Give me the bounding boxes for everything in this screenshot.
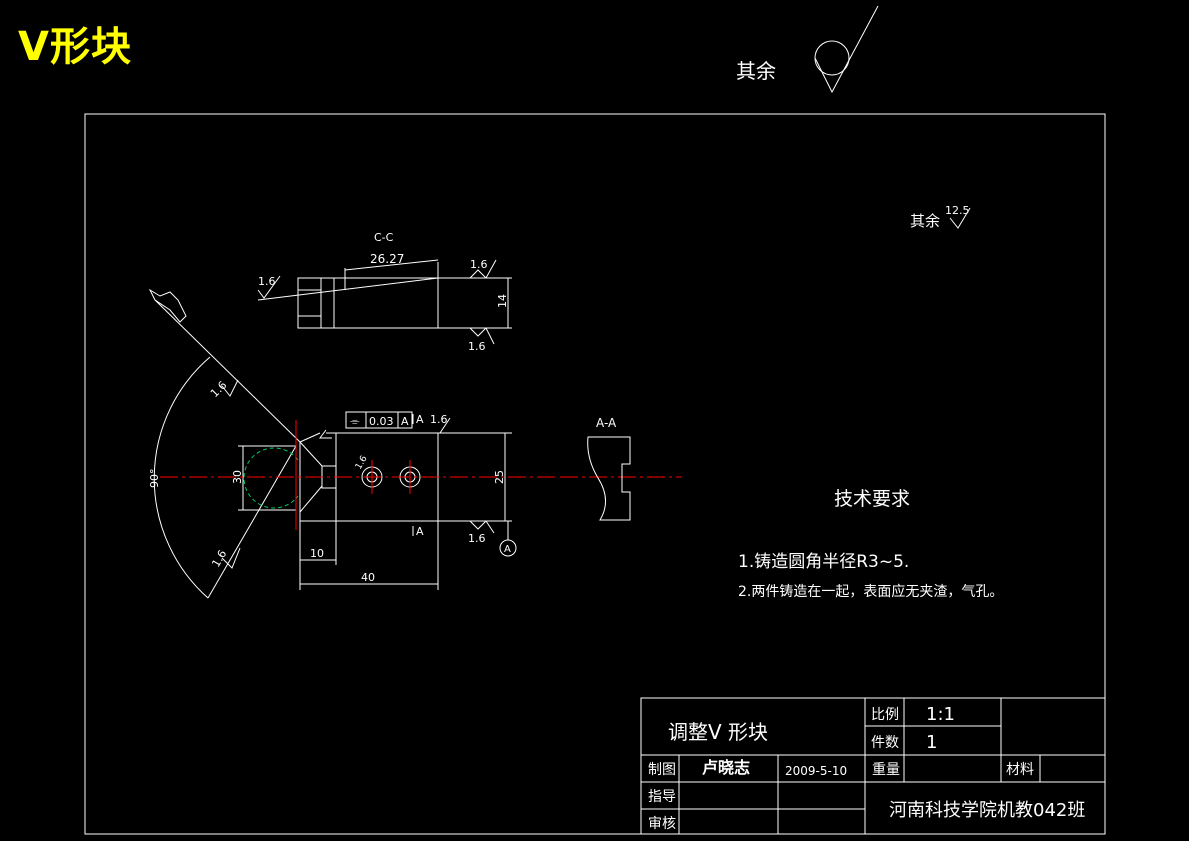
front-roughness-hole: 1.6	[354, 454, 370, 472]
title-material-label: 材料	[1006, 762, 1034, 778]
title-review-label: 审核	[648, 816, 676, 832]
title-block-grid	[640, 697, 1106, 835]
front-roughness-arc-upper: 1.6	[208, 379, 230, 401]
dim-slot: 10	[310, 547, 324, 560]
roughness-top-label: 其余	[736, 59, 776, 83]
title-guide-label: 指导	[648, 789, 676, 805]
section-cc-outline	[257, 259, 512, 345]
roughness-symbol-top	[814, 5, 879, 94]
title-school: 河南科技学院机教042班	[889, 800, 1085, 821]
requirements-item-1: 1.铸造圆角半径R3~5.	[738, 552, 909, 572]
drawing-heading: V形块	[18, 24, 132, 70]
roughness-default-label: 其余	[910, 212, 940, 230]
section-mark-top: A	[416, 413, 424, 426]
section-aa-outline	[587, 436, 631, 521]
section-mark-bottom: A	[416, 525, 424, 538]
title-drawn-name: 卢晓志	[702, 758, 750, 777]
section-cc-roughness-bottom: 1.6	[468, 340, 486, 353]
section-cc-dim-length: 26.27	[370, 252, 404, 266]
section-cc-roughness-top: 1.6	[470, 258, 488, 271]
drawing-frame	[84, 113, 1106, 835]
centerlines	[160, 420, 682, 530]
dim-height: 25	[493, 470, 506, 484]
title-qty-label: 件数	[871, 735, 899, 751]
section-aa-label: A-A	[596, 416, 617, 430]
dim-angle: 90°	[148, 469, 161, 489]
datum-letter: A	[504, 544, 511, 555]
tolerance-symbol: ⌯	[350, 414, 360, 428]
title-scale-label: 比例	[871, 707, 899, 723]
roughness-default-value: 12.5	[945, 204, 970, 217]
title-scale-value: 1:1	[926, 704, 955, 725]
title-weight-label: 重量	[872, 762, 900, 778]
title-drawn-label: 制图	[648, 762, 676, 778]
front-view-outline	[148, 288, 517, 599]
section-cc-dim-height: 14	[496, 294, 509, 308]
title-date: 2009-5-10	[785, 764, 847, 778]
tolerance-datum: A	[401, 415, 409, 428]
section-cc-label: C-C	[374, 231, 394, 244]
front-view-bore-arc	[243, 447, 299, 509]
front-roughness-bottom: 1.6	[468, 532, 486, 545]
requirements-title: 技术要求	[834, 488, 910, 510]
section-cc-roughness-left: 1.6	[258, 275, 276, 288]
title-part-name: 调整V 形块	[668, 720, 768, 744]
roughness-default-symbol	[949, 207, 971, 229]
title-qty-value: 1	[926, 732, 937, 753]
front-roughness-top: 1.6	[430, 413, 448, 426]
dim-bore: 30	[231, 470, 244, 484]
dim-length: 40	[361, 571, 375, 584]
tolerance-value: 0.03	[369, 415, 394, 428]
tolerance-frame	[345, 411, 413, 429]
requirements-item-2: 2.两件铸造在一起，表面应无夹渣，气孔。	[738, 583, 1003, 600]
